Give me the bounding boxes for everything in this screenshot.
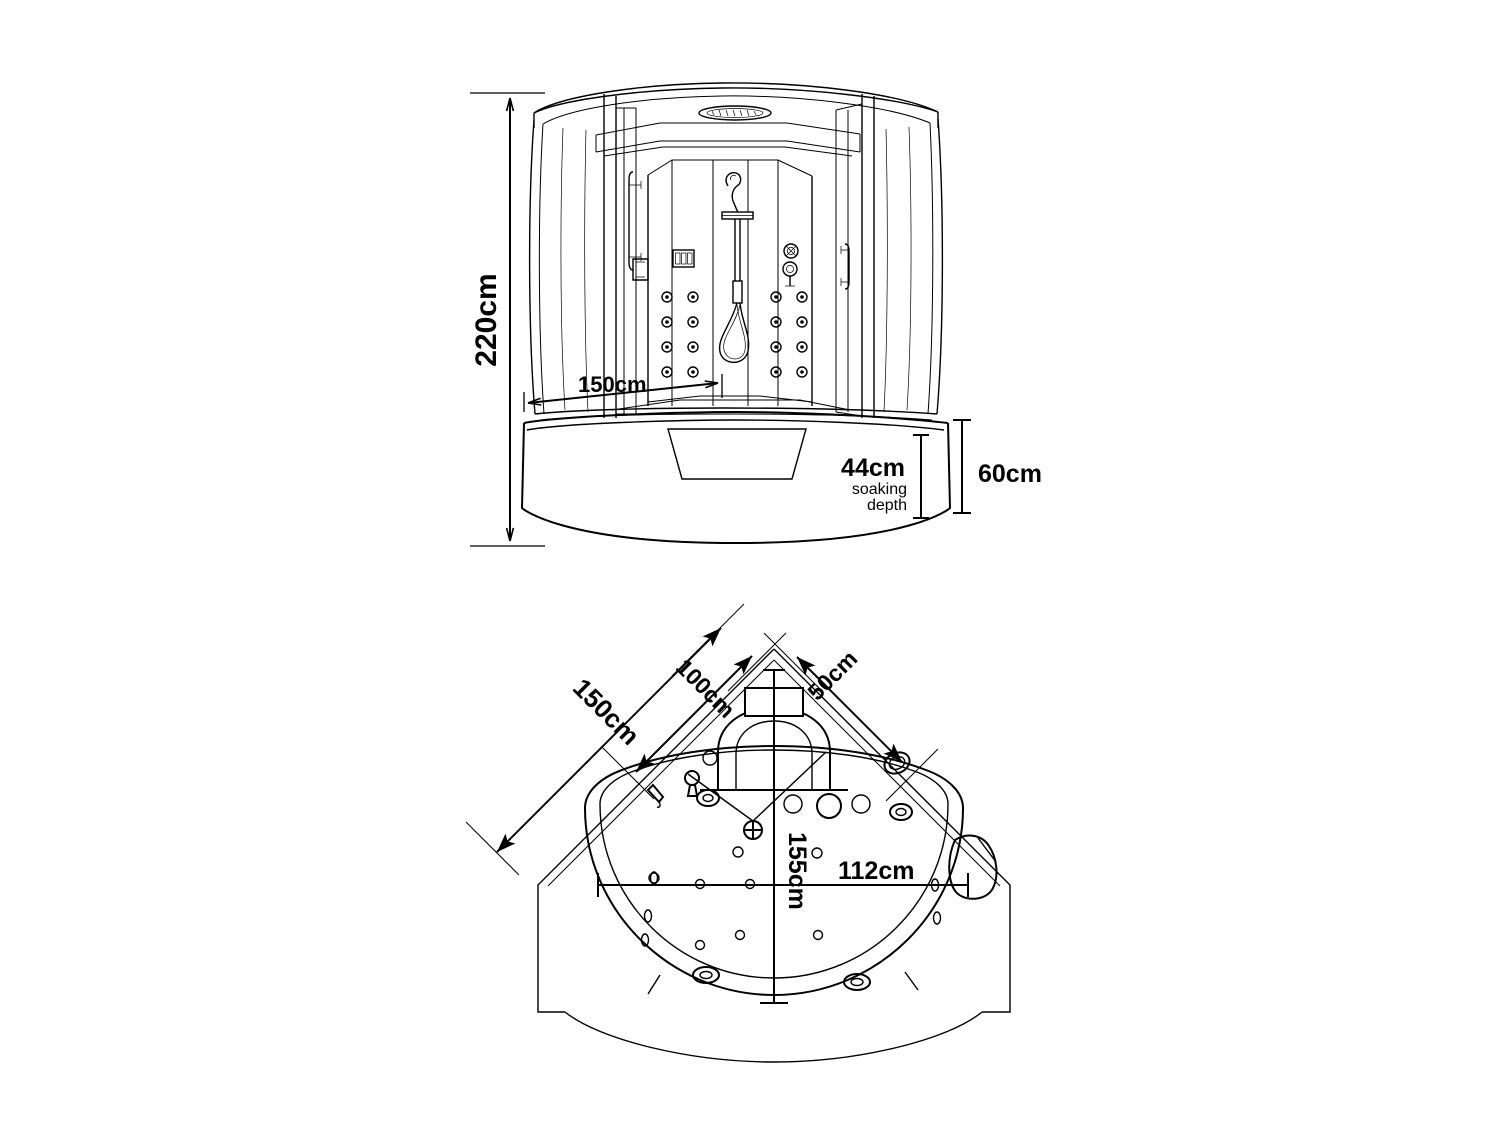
dimension-diagonal-150: [465, 603, 745, 876]
glass-mullions: [560, 126, 912, 413]
dimension-tub-height-60: [953, 419, 971, 514]
tub-rim-seams: [647, 971, 919, 995]
dimension-diagonal-50: [763, 632, 939, 802]
diverter-knob-icon: [783, 243, 799, 259]
drain-leader-lines: [687, 751, 827, 822]
body-jets-left: [661, 291, 699, 378]
crosshair-drain: [743, 820, 763, 840]
label-soaking-depth-sub1: soaking: [852, 481, 907, 498]
plan-center-axes: [597, 676, 969, 1004]
cabin-inner-structure: [595, 122, 861, 411]
rain-shower-head-icon: [698, 105, 772, 121]
hand-shower-assembly: [718, 171, 754, 364]
left-sliding-door[interactable]: [603, 94, 649, 418]
label-height-220: 220cm: [470, 273, 503, 366]
label-soaking-depth-44: 44cm: [841, 454, 905, 482]
label-diagonal-150: 150cm: [567, 672, 645, 750]
label-width-112: 112cm: [838, 857, 914, 885]
valve-knobs[interactable]: [782, 243, 799, 287]
mixer-knob-icon: [782, 261, 798, 287]
elevation-view: 220cm 150cm 44cm soaking depth 60cm: [470, 82, 1042, 547]
dimension-height-220: [470, 92, 545, 547]
right-door-handle-icon[interactable]: [840, 243, 850, 290]
right-sliding-door[interactable]: [835, 94, 875, 418]
left-grab-bar-icon[interactable]: [632, 258, 649, 281]
label-tub-height-60: 60cm: [978, 460, 1042, 488]
label-depth-155: 155cm: [783, 832, 811, 910]
shower-cabin-shell: [528, 82, 944, 421]
side-grab-bar[interactable]: [646, 783, 665, 808]
label-diagonal-50: 50cm: [802, 645, 862, 705]
dimension-cabin-width-150: [523, 374, 723, 412]
control-panel-display[interactable]: [672, 249, 695, 268]
left-door-handle-icon[interactable]: [628, 171, 642, 271]
label-cabin-width-150: 150cm: [578, 372, 647, 397]
label-soaking-depth-sub2: depth: [867, 497, 907, 514]
dimension-diagonal-100: [601, 632, 787, 800]
headrest-pillow: [948, 834, 998, 900]
dimension-soaking-depth-44: [913, 434, 929, 519]
label-diagonal-100: 100cm: [671, 654, 740, 723]
tub-apron: [520, 410, 952, 545]
plan-view: 150cm 100cm 50cm 155cm 112cm: [465, 603, 1011, 1063]
deck-faucet[interactable]: [684, 770, 700, 797]
body-jets-right: [770, 291, 808, 378]
